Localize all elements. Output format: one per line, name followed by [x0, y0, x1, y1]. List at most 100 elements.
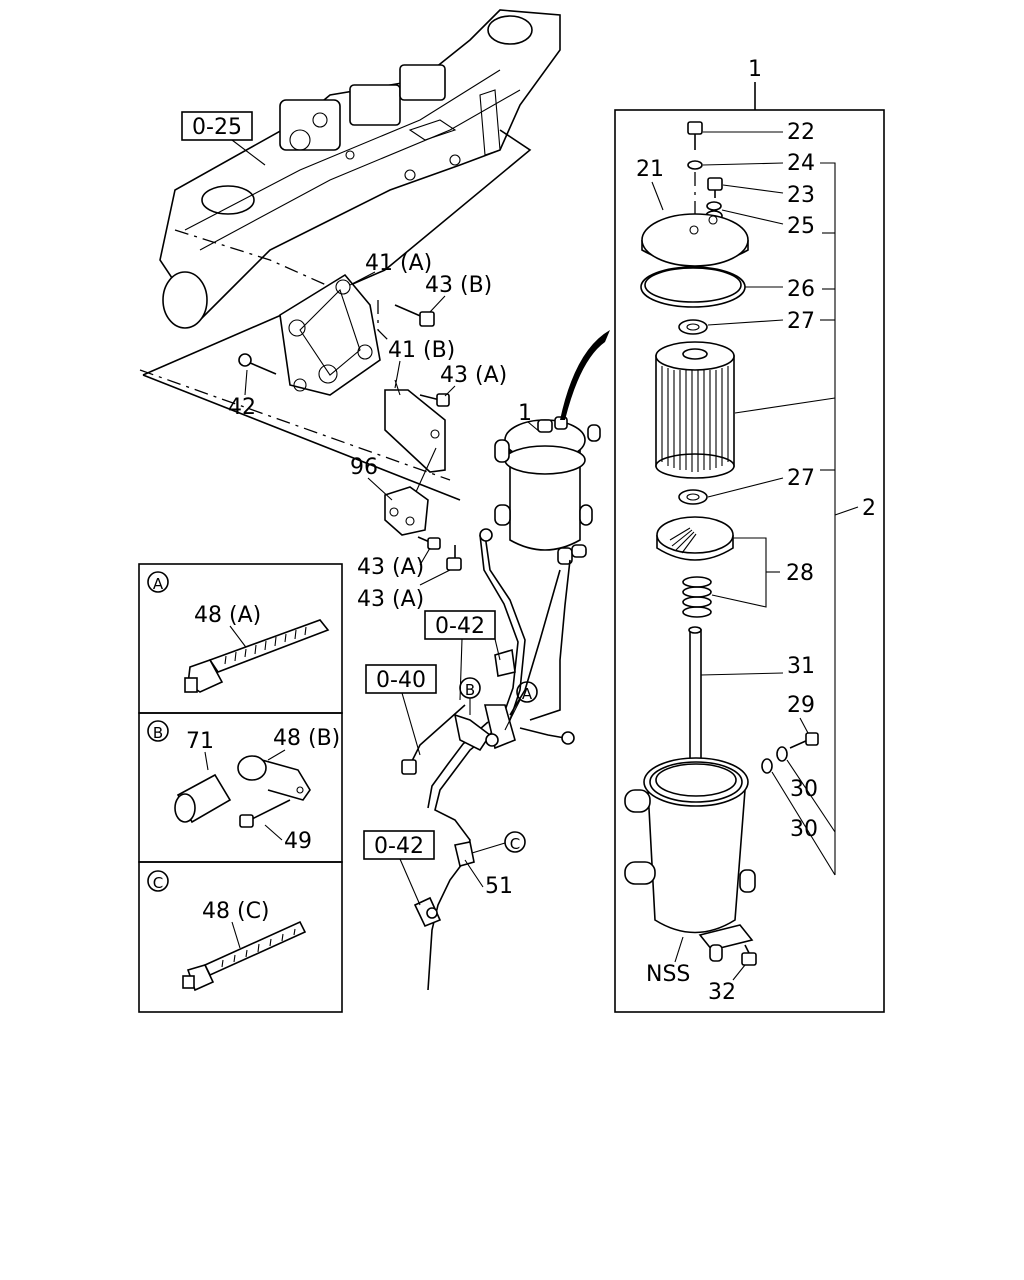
leader: [786, 759, 836, 833]
sleeve-71: [174, 773, 232, 824]
leader: [504, 699, 521, 731]
washer-24: [687, 160, 703, 170]
leader: [674, 936, 684, 963]
leader: [494, 638, 501, 661]
inset-c: C 48 (C): [138, 861, 343, 1013]
label-42: 42: [228, 395, 256, 420]
label-41b: 41 (B): [388, 338, 455, 363]
label-1-top: 1: [748, 57, 762, 82]
center-line: [139, 369, 451, 481]
leader: [527, 421, 541, 433]
leader: [401, 692, 421, 756]
leader: [267, 749, 286, 761]
seal-27-upper: [678, 319, 708, 335]
label-31: 31: [787, 654, 815, 679]
seal-27-lower: [678, 489, 708, 505]
label-1-mid: 1: [518, 401, 532, 426]
spring-28: [682, 576, 712, 618]
o-ring-26: [640, 266, 746, 308]
label-30-lower: 30: [790, 817, 818, 842]
section-plane: [384, 129, 532, 271]
label-43a-upper: 43 (A): [440, 363, 507, 388]
cover-21: [641, 213, 749, 267]
svg-text:0-42: 0-42: [374, 834, 424, 859]
label-30-upper: 30: [790, 777, 818, 802]
ref-box-0-42-lower[interactable]: 0-42: [363, 830, 435, 860]
fuel-hoses: [401, 528, 575, 991]
section-plane: [142, 374, 461, 501]
leader: [834, 506, 859, 516]
leader: [734, 397, 836, 414]
plate-96: [384, 486, 429, 536]
ref-box-0-40[interactable]: 0-40: [365, 664, 437, 694]
leader: [444, 385, 456, 397]
leader: [464, 859, 484, 888]
explode-arrow: [560, 330, 610, 420]
leader: [702, 162, 784, 166]
marker-b: B: [459, 677, 481, 699]
ref-box-0-42-upper[interactable]: 0-42: [424, 610, 496, 640]
leader: [264, 824, 283, 841]
fuel-filter-assembly: [494, 416, 601, 565]
label-22: 22: [787, 120, 815, 145]
label-21: 21: [636, 157, 664, 182]
leader: [399, 858, 421, 906]
bolt-43a-upper: [419, 393, 450, 407]
leader: [244, 369, 248, 396]
valve-28: [656, 516, 734, 561]
svg-text:0-40: 0-40: [376, 668, 426, 693]
leader: [229, 625, 249, 651]
leader: [700, 672, 784, 676]
leader: [231, 139, 266, 166]
leader: [429, 295, 446, 313]
leader: [367, 477, 393, 501]
clip-48b: [237, 755, 311, 801]
leader: [721, 209, 784, 225]
cable-tie-a: [184, 619, 330, 693]
svg-text:C: C: [153, 874, 163, 892]
svg-text:48 (A): 48 (A): [194, 603, 261, 628]
assembly-bracket: [820, 162, 836, 875]
inset-a: A 48 (A): [138, 563, 343, 714]
leader: [707, 477, 784, 498]
svg-text:A: A: [522, 685, 533, 703]
leader: [394, 360, 401, 389]
svg-text:0-25: 0-25: [192, 115, 242, 140]
label-27-upper: 27: [787, 309, 815, 334]
bolt-22: [687, 121, 703, 150]
leader: [799, 717, 809, 734]
washers-30: [761, 746, 788, 774]
bolt-49: [239, 799, 291, 828]
svg-text:A: A: [153, 575, 164, 593]
svg-text:48 (B): 48 (B): [273, 726, 340, 751]
label-51: 51: [485, 874, 513, 899]
bolt-43b: [394, 304, 435, 327]
ref-box-0-25[interactable]: 0-25: [181, 111, 253, 141]
label-24: 24: [787, 151, 815, 176]
cable-tie-c: [182, 920, 307, 992]
plug-23: [707, 177, 723, 198]
label-43a-low: 43 (A): [357, 587, 424, 612]
label-32: 32: [708, 980, 736, 1005]
leader: [231, 921, 241, 949]
filter-element: [655, 341, 735, 479]
leader: [419, 569, 451, 586]
label-96: 96: [350, 455, 378, 480]
bolt-42: [238, 353, 277, 375]
label-28: 28: [786, 561, 814, 586]
leader: [722, 184, 784, 194]
label-25: 25: [787, 214, 815, 239]
leader: [419, 547, 431, 566]
svg-text:48 (C): 48 (C): [202, 899, 270, 924]
label-43b: 43 (B): [425, 273, 492, 298]
bolt-32: [741, 944, 757, 966]
leader: [707, 319, 784, 326]
leader: [349, 271, 376, 286]
leader: [471, 842, 506, 854]
inset-b: B 71 48 (B) 49: [138, 712, 343, 863]
label-27-lower: 27: [787, 466, 815, 491]
label-29: 29: [787, 693, 815, 718]
leader: [732, 964, 746, 981]
leader: [204, 751, 209, 771]
